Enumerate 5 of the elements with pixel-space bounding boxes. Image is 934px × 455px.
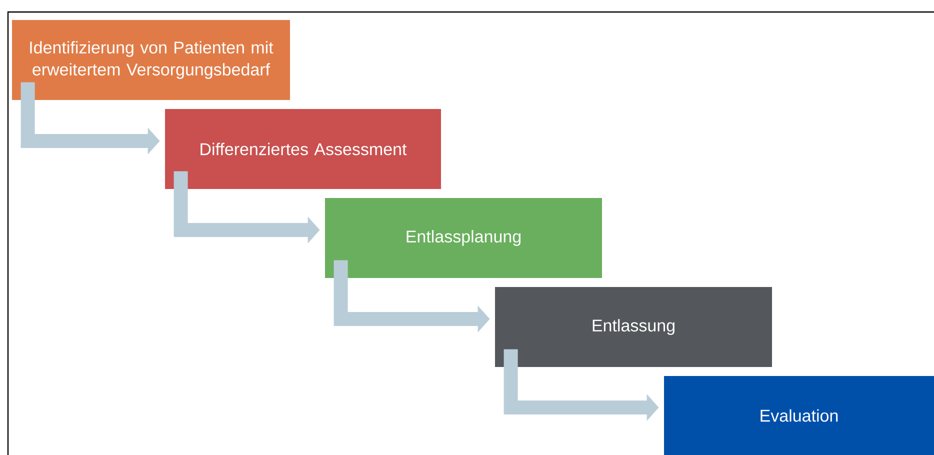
- step-box: Differenziertes Assessment: [165, 109, 441, 189]
- step-box: Evaluation: [664, 376, 934, 455]
- step-box: Identifizierung von Patienten mit erweitertem Versorgungsbedarf: [12, 20, 290, 100]
- step-box: Entlassplanung: [325, 198, 602, 278]
- step-box: Entlassung: [495, 287, 772, 367]
